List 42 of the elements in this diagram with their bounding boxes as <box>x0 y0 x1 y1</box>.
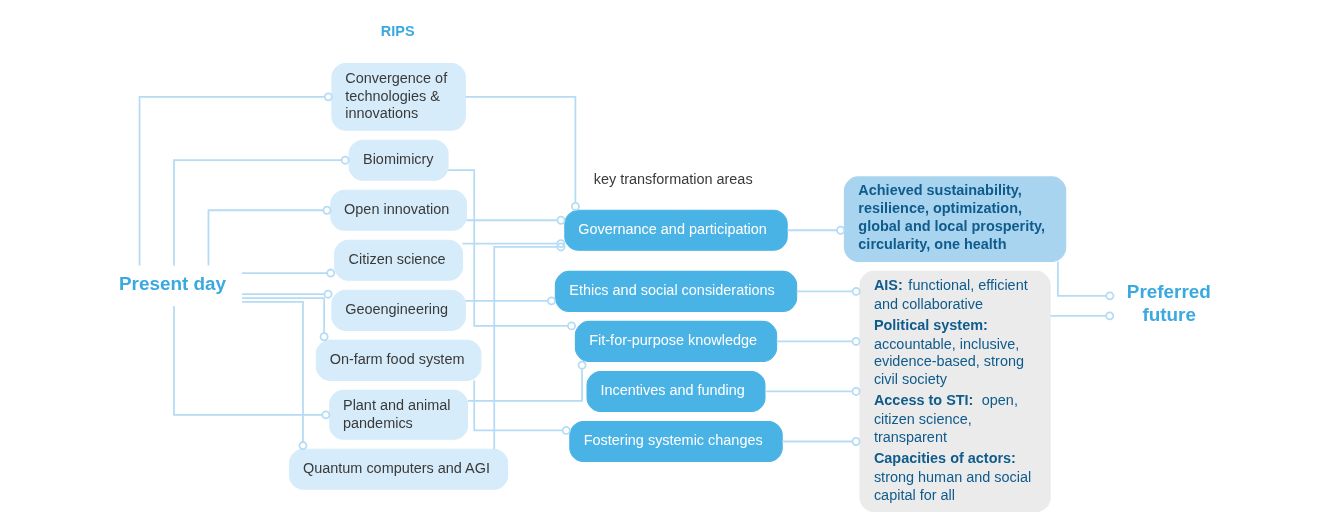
node-box: Achieved sustainability, resilience, optimization, global and local prosperity, circularity, one health <box>843 175 1066 262</box>
connector <box>763 386 860 396</box>
connector <box>1056 260 1114 300</box>
connector <box>492 242 565 450</box>
connector <box>172 304 330 419</box>
node-box: Open innovation <box>329 189 467 231</box>
connector <box>786 225 845 235</box>
node-box: Biomimicry <box>348 139 449 181</box>
connector <box>775 336 860 346</box>
connector <box>464 295 556 305</box>
connector <box>138 91 333 266</box>
node-box: Citizen science <box>333 239 463 281</box>
connector <box>464 95 580 211</box>
label: RIPS <box>380 22 415 39</box>
node-box: AIS: functional, efficient and collaborative Political system: accountable, inclusive, evidence-based, strong civil society Access to STI: open, citizen science, transparent Capacities of actors: strong human and social capital for all <box>858 270 1051 512</box>
connector <box>465 215 565 225</box>
node-box: On-farm food system <box>315 339 481 381</box>
label: key transformation areas <box>593 170 753 187</box>
node-text: Present day <box>118 272 226 294</box>
connector <box>446 168 576 330</box>
connector <box>240 296 329 341</box>
connector <box>472 379 571 435</box>
connector <box>1049 310 1114 320</box>
node-box: Fit-for-purpose knowledge <box>574 320 777 362</box>
connector <box>780 436 860 446</box>
node-box: Convergence of technologies & innovations <box>330 62 466 131</box>
node-box: Ethics and social considerations <box>554 270 797 312</box>
node-box: Fostering systemic changes <box>568 420 783 462</box>
connector <box>466 360 586 402</box>
node-box: Quantum computers and AGI <box>288 448 508 490</box>
connector <box>240 289 332 299</box>
connector <box>795 286 861 296</box>
connector <box>240 268 335 277</box>
connector <box>240 300 307 450</box>
node-box: Plant and animal pandemics <box>328 389 468 440</box>
connector <box>172 155 350 267</box>
node-box: Geoengineering <box>330 289 466 331</box>
connector <box>461 238 565 248</box>
node-box: Governance and participation <box>563 209 788 251</box>
node-text: Preferred future <box>1126 280 1211 325</box>
connector <box>207 205 331 266</box>
node-box: Incentives and funding <box>586 370 765 412</box>
